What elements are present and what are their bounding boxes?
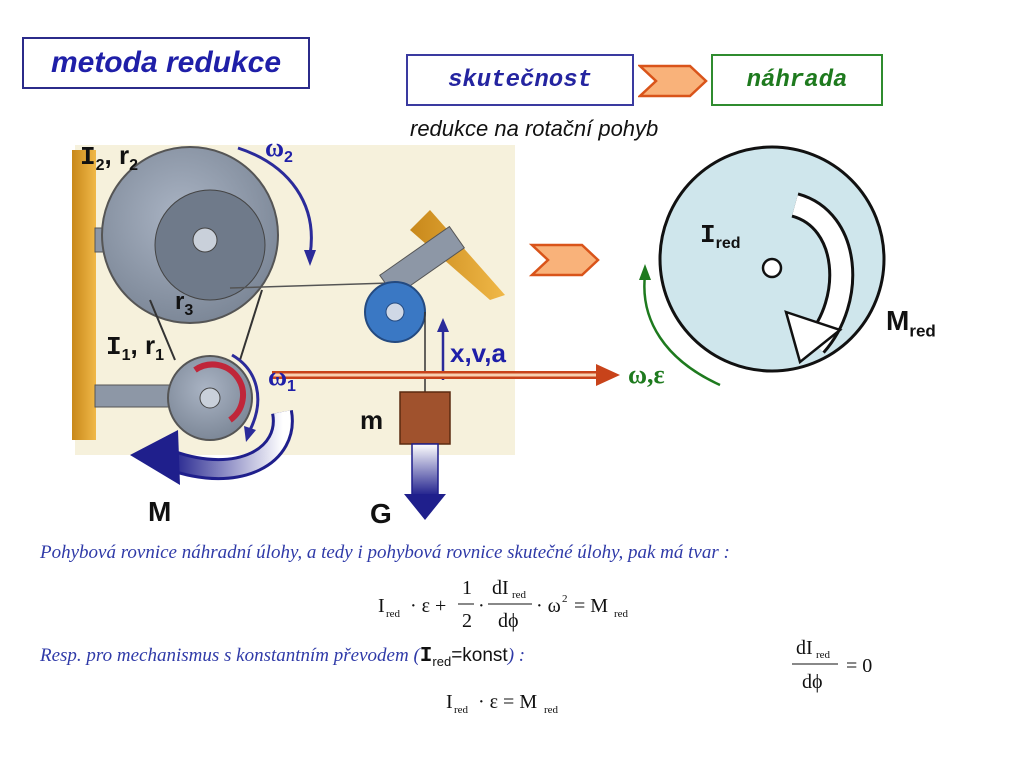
omega2-arrow [237,146,313,256]
real-box: skutečnost [406,54,634,106]
label-omega2: ω2 [265,133,293,167]
label-omega1: ω1 [268,362,296,396]
pulley-2-axle [192,227,218,253]
pulley-1-axle [199,387,221,409]
omega-eps-arrow [643,274,721,387]
svg-text:= M: = M [574,595,608,617]
svg-text:red: red [386,608,401,620]
label-omega-eps: ω,ε [628,360,665,389]
label-gravity: G [370,498,392,529]
reduced-axle [761,257,783,279]
page-title: metoda redukce [50,46,282,79]
label-ired: Ired [700,220,741,253]
chevron-arrow-icon [638,64,708,98]
svg-text:· ω: · ω [536,595,561,617]
svg-text:2: 2 [562,593,568,605]
label-xva: x,v,a [450,338,506,368]
rope-pulley-axle [385,302,405,322]
svg-text:red: red [614,608,629,620]
rope [229,282,391,289]
svg-text:dϕ: dϕ [802,671,823,693]
wall [72,150,96,440]
ceiling-bracket [410,210,505,300]
svg-text:= 0: = 0 [846,655,872,677]
real-label: skutečnost [447,66,593,94]
substitute-box: náhrada [711,54,883,106]
svg-text:1: 1 [462,577,472,599]
svg-text:dI: dI [796,637,813,659]
svg-text:dϕ: dϕ [498,610,519,632]
equation-constant-note: Resp. pro mechanismus s konstantním přev… [40,645,526,669]
label-I1-r1: I1, r1 [106,330,164,365]
svg-text:I: I [378,595,385,617]
label-moment: M [148,496,172,527]
svg-text:red: red [544,704,559,716]
belt-left [149,299,176,361]
label-I2-r2: I2, r2 [80,140,138,175]
label-mass: m [360,405,384,435]
omega1-arrow [231,353,260,431]
svg-text:·: · [478,595,485,617]
svg-text:I: I [446,691,453,713]
svg-text:dI: dI [492,577,509,599]
mechanism-diagram [72,145,886,520]
substitute-label: náhrada [746,66,848,94]
mass-block [399,391,451,445]
svg-text:red: red [816,649,831,661]
title-box: metoda redukce [22,37,310,89]
equation-intro: Pohybová rovnice náhradní úlohy, a tedy … [40,542,730,563]
svg-text:red: red [512,589,527,601]
svg-text:· ε +: · ε + [410,595,446,617]
belt-right [239,289,263,361]
subtitle: redukce na rotační pohyb [410,116,659,141]
gravity-arrow [411,443,439,497]
label-mred: Mred [886,305,936,341]
moment-arc [193,361,246,423]
chevron-middle-icon [528,243,600,277]
label-r3: r3 [175,288,194,319]
svg-text:· ε = M: · ε = M [478,691,537,713]
svg-text:red: red [454,704,469,716]
svg-text:2: 2 [462,610,472,632]
